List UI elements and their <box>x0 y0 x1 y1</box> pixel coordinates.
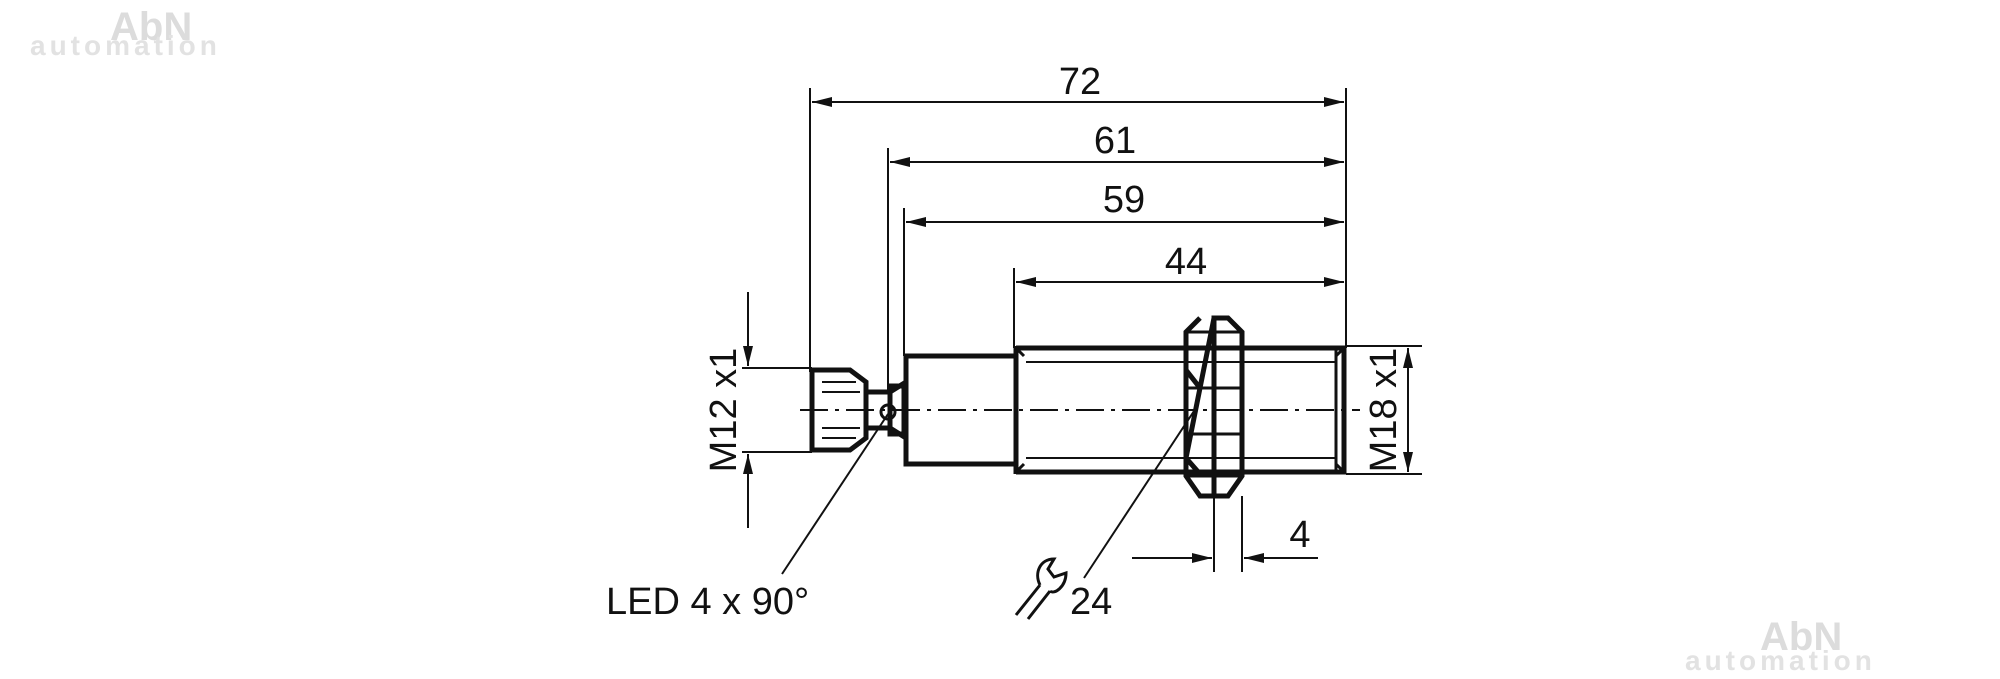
dimension-to-body-start: 59 <box>906 179 1344 227</box>
dimension-thread-length: 44 <box>1016 241 1344 287</box>
dimension-connector-thread: M12 x1 <box>703 292 812 528</box>
dimension-label: 61 <box>1094 120 1136 162</box>
watermark-top-left: AbN automation <box>30 5 221 61</box>
threaded-section <box>1013 345 1347 475</box>
dimension-body-thread: M18 x1 <box>1346 345 1422 475</box>
watermark-subtitle: automation <box>30 30 221 61</box>
led-callout: LED 4 x 90° <box>606 413 889 623</box>
dimension-label: 24 <box>1070 581 1112 623</box>
wrench-size-callout: 24 <box>1014 407 1197 623</box>
watermark-brand: AbN <box>110 5 192 49</box>
nut-1 <box>1183 316 1217 499</box>
nut-2 <box>1211 315 1245 499</box>
dimension-overall-length: 72 <box>812 61 1344 107</box>
dimension-to-connector-collar: 61 <box>890 120 1344 167</box>
dimension-label: 59 <box>1103 179 1145 221</box>
dimension-label: 4 <box>1289 514 1310 556</box>
led-indicator <box>879 403 897 421</box>
wrench-icon <box>1014 557 1068 620</box>
watermark-brand: AbN <box>1760 615 1842 659</box>
watermark-bottom-right: AbN automation <box>1685 615 1876 676</box>
dimension-label: M12 x1 <box>703 348 745 473</box>
dimension-label: 72 <box>1059 61 1101 103</box>
dimension-label: M18 x1 <box>1363 348 1405 473</box>
dimension-label: 44 <box>1165 241 1207 283</box>
led-label: LED 4 x 90° <box>606 581 809 623</box>
watermark-subtitle: automation <box>1685 645 1876 676</box>
dimension-nut-thickness: 4 <box>1132 496 1318 572</box>
